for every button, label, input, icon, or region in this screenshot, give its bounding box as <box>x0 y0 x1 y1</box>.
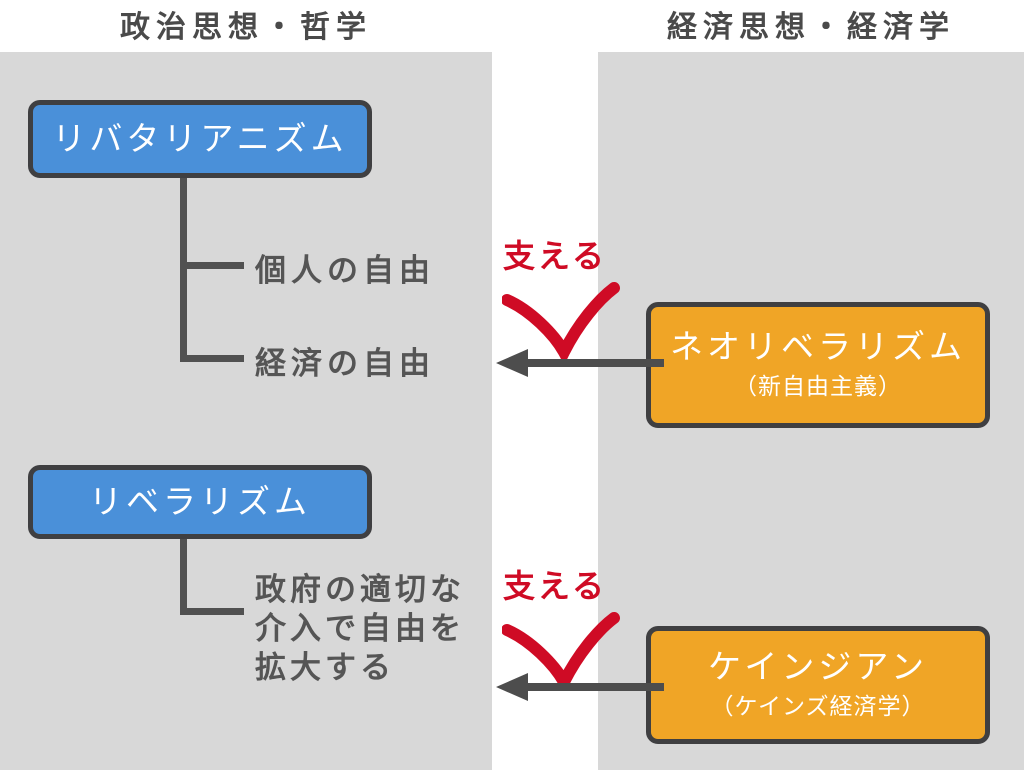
column-title-political: 政治思想・哲学 <box>120 10 372 45</box>
node-neoliberalism-sublabel: （新自由主義） <box>734 374 902 401</box>
leaf-government-intervention-line1: 政府の適切な <box>255 572 465 608</box>
node-keynesian-sublabel: （ケインズ経済学） <box>710 694 926 721</box>
leaf-personal-freedom: 個人の自由 <box>255 253 435 289</box>
connector-branch-government-intervention <box>180 608 244 615</box>
column-title-economic: 経済思想・経済学 <box>667 10 955 45</box>
red-check-icon <box>502 282 620 360</box>
connector-branch-economic-freedom <box>180 355 244 362</box>
leaf-government-intervention-line2: 介入で自由を <box>255 610 465 647</box>
node-libertarianism[interactable]: リバタリアニズム <box>28 100 372 178</box>
node-liberalism-label: リベラリズム <box>89 481 311 521</box>
node-libertarianism-label: リバタリアニズム <box>52 118 348 158</box>
leaf-government-intervention-line3: 拡大する <box>255 649 395 686</box>
node-keynesian-label: ケインジアン <box>707 646 929 686</box>
connector-trunk-liberalism <box>180 539 187 615</box>
node-keynesian[interactable]: ケインジアン （ケインズ経済学） <box>646 626 990 744</box>
leaf-government-intervention: 政府の適切な 介入で自由を 拡大する <box>255 571 465 687</box>
left-arrow-icon <box>496 349 664 377</box>
node-liberalism[interactable]: リベラリズム <box>28 465 372 539</box>
node-neoliberalism-label: ネオリベラリズム <box>670 326 966 366</box>
leaf-economic-freedom: 経済の自由 <box>255 346 435 382</box>
annotation-support-bottom: 支える <box>503 567 608 605</box>
red-check-icon <box>502 612 620 690</box>
connector-branch-personal-freedom <box>180 262 244 269</box>
left-arrow-icon <box>496 673 664 701</box>
node-neoliberalism[interactable]: ネオリベラリズム （新自由主義） <box>646 302 990 428</box>
connector-trunk-libertarianism <box>180 178 187 362</box>
annotation-support-top: 支える <box>503 237 608 275</box>
